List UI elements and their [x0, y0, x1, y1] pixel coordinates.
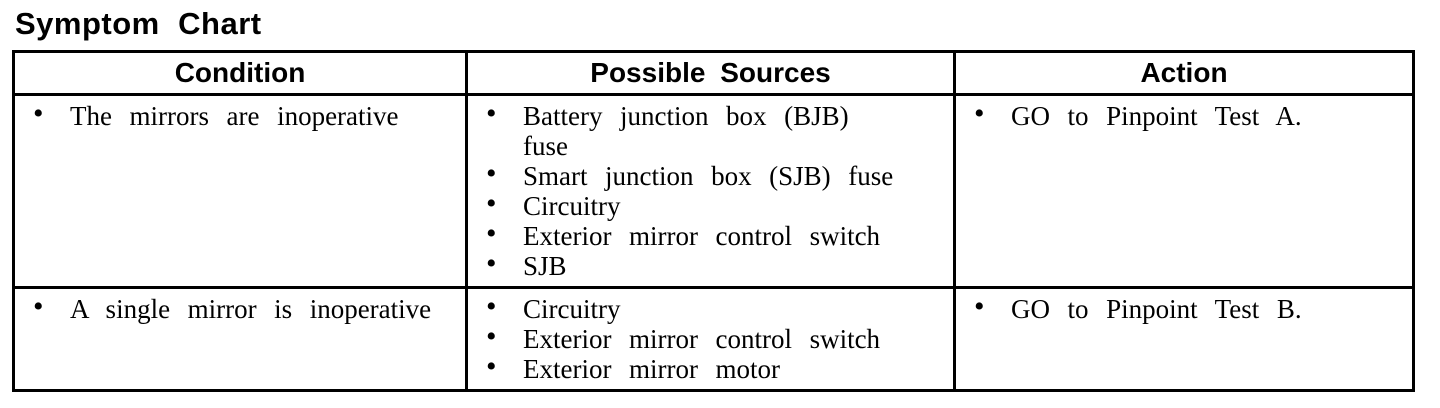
list-item: • Exterior mirror motor — [480, 350, 953, 385]
bullet-icon: • — [486, 187, 497, 220]
list-item: • GO to Pinpoint Test A. — [968, 97, 1412, 132]
action-list: • GO to Pinpoint Test A. — [968, 97, 1412, 132]
action-text: GO to Pinpoint Test A. — [1011, 101, 1302, 131]
possible-sources-cell: • Circuitry • Exterior mirror control sw… — [465, 286, 956, 392]
bullet-icon: • — [486, 350, 497, 383]
list-item: • Smart junction box (SJB) fuse — [480, 157, 953, 192]
condition-cell: • The mirrors are inoperative — [12, 93, 468, 289]
list-item: • Circuitry — [480, 187, 953, 222]
possible-sources-cell: • Battery junction box (BJB) fuse • Smar… — [465, 93, 956, 289]
bullet-icon: • — [486, 157, 497, 190]
list-item: • A single mirror is inoperative — [27, 290, 465, 325]
bullet-icon: • — [33, 97, 44, 130]
bullet-icon: • — [486, 290, 497, 323]
list-item: • Exterior mirror control switch — [480, 217, 953, 252]
condition-list: • A single mirror is inoperative — [27, 290, 465, 325]
condition-text: The mirrors are inoperative — [70, 101, 399, 131]
sources-list: • Circuitry • Exterior mirror control sw… — [480, 290, 953, 385]
action-list: • GO to Pinpoint Test B. — [968, 290, 1412, 325]
condition-text: A single mirror is inoperative — [70, 294, 432, 324]
table-row: • The mirrors are inoperative • Battery … — [12, 93, 1415, 289]
action-cell: • GO to Pinpoint Test A. — [953, 93, 1415, 289]
list-item: • The mirrors are inoperative — [27, 97, 465, 132]
bullet-icon: • — [486, 320, 497, 353]
source-text: SJB — [523, 251, 567, 281]
bullet-icon: • — [486, 247, 497, 280]
header-row: Condition Possible Sources Action — [12, 50, 1415, 96]
source-text: Exterior mirror control switch — [523, 221, 881, 251]
list-item: • SJB — [480, 247, 953, 282]
bullet-icon: • — [974, 290, 985, 323]
column-header-action: Action — [953, 50, 1415, 96]
action-text: GO to Pinpoint Test B. — [1011, 294, 1302, 324]
source-text: Smart junction box (SJB) fuse — [523, 161, 894, 191]
source-text: Exterior mirror motor — [523, 354, 781, 384]
table-row: • A single mirror is inoperative • Circu… — [12, 286, 1415, 392]
source-text: Battery junction box (BJB) fuse — [523, 101, 849, 161]
source-text: Exterior mirror control switch — [523, 324, 881, 354]
action-cell: • GO to Pinpoint Test B. — [953, 286, 1415, 392]
symptom-chart-table: Condition Possible Sources Action • The … — [12, 50, 1415, 392]
column-header-condition: Condition — [12, 50, 468, 96]
condition-list: • The mirrors are inoperative — [27, 97, 465, 132]
list-item: • Exterior mirror control switch — [480, 320, 953, 355]
list-item: • GO to Pinpoint Test B. — [968, 290, 1412, 325]
source-text: Circuitry — [523, 294, 621, 324]
bullet-icon: • — [33, 290, 44, 323]
list-item: • Battery junction box (BJB) fuse — [480, 97, 953, 162]
page-title: Symptom Chart — [15, 6, 262, 41]
bullet-icon: • — [974, 97, 985, 130]
bullet-icon: • — [486, 97, 497, 130]
sources-list: • Battery junction box (BJB) fuse • Smar… — [480, 97, 953, 282]
condition-cell: • A single mirror is inoperative — [12, 286, 468, 392]
column-header-possible-sources: Possible Sources — [465, 50, 956, 96]
list-item: • Circuitry — [480, 290, 953, 325]
bullet-icon: • — [486, 217, 497, 250]
source-text: Circuitry — [523, 191, 621, 221]
